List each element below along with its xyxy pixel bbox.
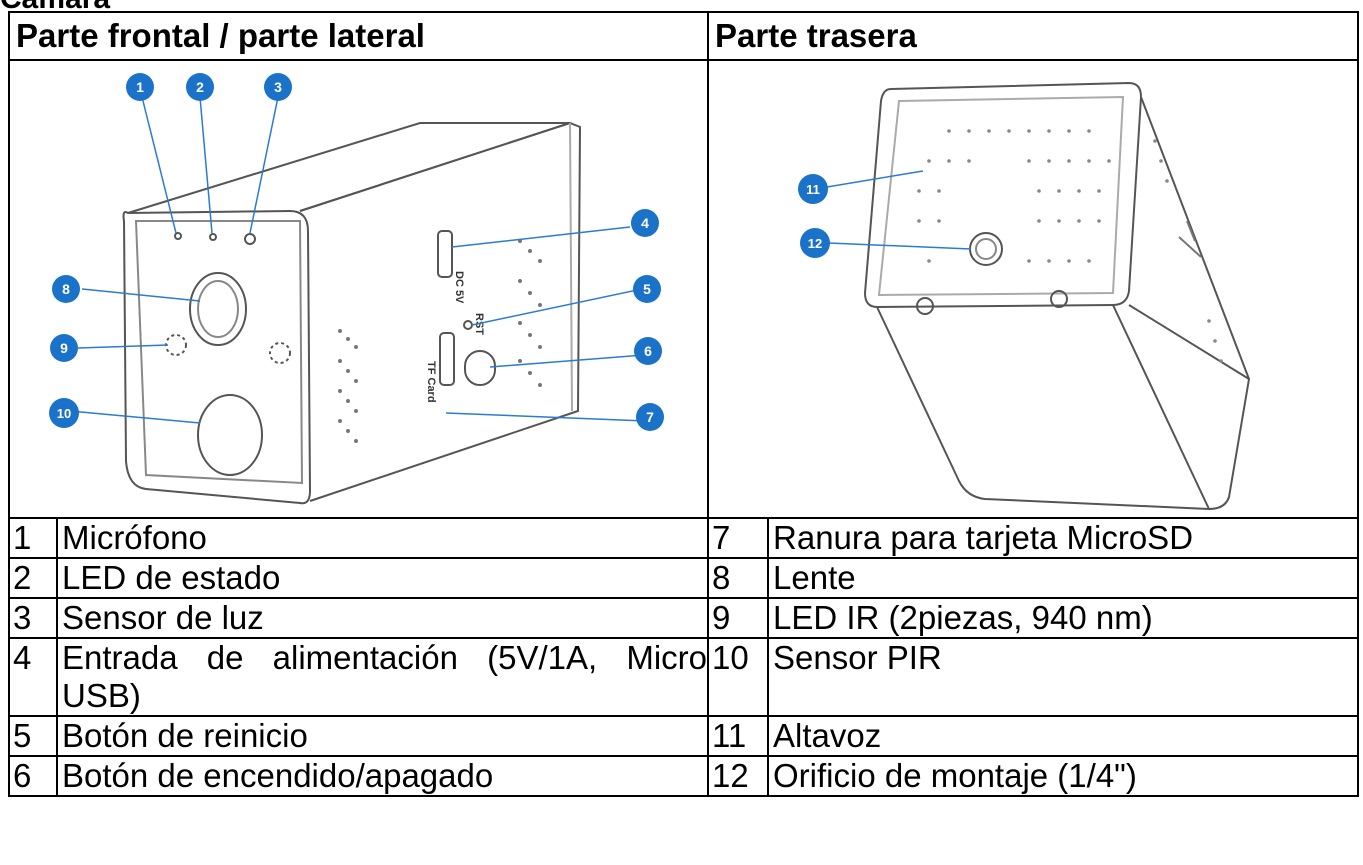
item-number: 10 (707, 637, 770, 717)
item-label: LED IR (2piezas, 940 nm) (767, 597, 1360, 639)
item-label: Micrófono (55, 517, 710, 559)
back-image-cell: 11 12 (707, 59, 1360, 519)
item-label: Ranura para tarjeta MicroSD (767, 517, 1360, 559)
table-row: 3 Sensor de luz 9 LED IR (2piezas, 940 n… (8, 597, 1360, 639)
item-label: Botón de reinicio (55, 715, 710, 757)
item-label: Lente (767, 557, 1360, 599)
image-row: DC 5V RST TF Card (7, 59, 1360, 519)
table-row: 1 Micrófono 7 Ranura para tarjeta MicroS… (8, 517, 1360, 559)
marker-8: 8 (62, 281, 70, 297)
item-number: 4 (8, 637, 58, 717)
tf-card-label: TF Card (425, 361, 437, 403)
marker-5: 5 (643, 281, 651, 297)
item-number: 1 (8, 517, 58, 559)
item-number: 9 (707, 597, 770, 639)
marker-10: 10 (57, 406, 71, 421)
dc-port-label: DC 5V (453, 271, 465, 304)
front-image-cell: DC 5V RST TF Card (7, 59, 710, 519)
page-heading: Cámara (0, 0, 110, 14)
item-number: 7 (707, 517, 770, 559)
item-label: Altavoz (767, 715, 1360, 757)
table-row: 2 LED de estado 8 Lente (8, 557, 1360, 599)
marker-12: 12 (808, 236, 822, 251)
item-number: 3 (8, 597, 58, 639)
marker-7: 7 (646, 409, 654, 425)
item-label: Entrada de alimentación (5V/1A, Micro US… (55, 637, 710, 717)
item-number: 12 (707, 755, 770, 797)
back-camera-illustration: 11 12 (798, 81, 1251, 511)
item-label: LED de estado (55, 557, 710, 599)
back-side-title: Parte trasera (707, 11, 1360, 61)
item-number: 11 (707, 715, 770, 757)
item-number: 8 (707, 557, 770, 599)
table-row: 6 Botón de encendido/apagado 12 Orificio… (8, 755, 1360, 797)
parts-table: Parte frontal / parte lateral Parte tras… (7, 11, 1360, 797)
marker-9: 9 (60, 340, 68, 356)
item-number: 2 (8, 557, 58, 599)
marker-11: 11 (806, 182, 820, 197)
item-number: 5 (8, 715, 58, 757)
marker-3: 3 (274, 79, 282, 95)
item-label: Botón de encendido/apagado (55, 755, 710, 797)
table-header-row: Parte frontal / parte lateral Parte tras… (7, 11, 1360, 61)
marker-4: 4 (641, 215, 649, 231)
marker-1: 1 (136, 79, 144, 95)
table-row: 5 Botón de reinicio 11 Altavoz (8, 715, 1360, 757)
marker-2: 2 (196, 79, 204, 95)
front-camera-illustration: DC 5V RST TF Card (49, 73, 664, 505)
item-label: Orificio de montaje (1/4") (767, 755, 1360, 797)
item-label: Sensor PIR (767, 637, 1360, 717)
marker-6: 6 (644, 343, 652, 359)
item-label: Sensor de luz (55, 597, 710, 639)
front-side-title: Parte frontal / parte lateral (7, 11, 710, 61)
table-row: 4 Entrada de alimentación (5V/1A, Micro … (8, 637, 1360, 717)
item-number: 6 (8, 755, 58, 797)
